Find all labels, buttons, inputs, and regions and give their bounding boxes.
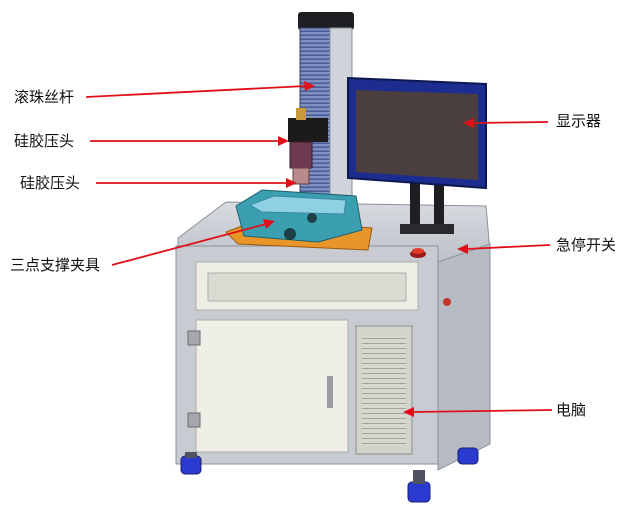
caster-front-left-stem [185,452,197,458]
label-silicone-head-2: 硅胶压头 [20,174,81,192]
arrow-computer [411,409,553,413]
arrows [85,81,553,417]
label-display: 显示器 [556,112,602,130]
fixture-plate [248,195,347,215]
arrow-fixture [111,223,267,266]
monitor [347,76,487,234]
arrowhead-silicone-head-1 [278,136,289,146]
fixture-knob [284,228,296,240]
label-silicone-head-1: 硅胶压头 [14,132,75,150]
arrow-ball-screw [85,85,307,98]
cabinet-door [195,319,349,453]
head-cylinder [289,141,313,169]
head-bracket [288,118,328,142]
cabinet-side [437,243,491,471]
door-hinge-bottom [187,412,201,428]
cabinet-vent-slot [207,272,407,302]
arrowhead-fixture [263,219,275,229]
cabinet [175,201,491,471]
label-ball-screw: 滚珠丝杆 [14,88,75,106]
column-cap [298,12,354,30]
door-hinge-top [187,330,201,346]
arrow-display [471,121,549,124]
arrowhead-ball-screw [304,81,315,91]
monitor-stand-right [434,180,444,228]
arrowhead-computer [403,407,414,417]
caster-back-right [457,447,479,465]
arrowhead-silicone-head-2 [286,178,297,188]
caster-front-left [180,455,202,475]
fixture-knob-2 [307,213,317,223]
estop-button [412,248,424,254]
monitor-screen [356,90,478,180]
arrowhead-display [463,118,474,128]
caster-front-right-stem [413,470,425,484]
monitor-stand-foot [400,224,454,234]
side-emblem [443,298,451,306]
head-silicone-tip [292,167,310,185]
label-fixture: 三点支撑夹具 [10,256,101,274]
casters [180,447,479,503]
press-head [288,108,328,185]
column [298,12,354,217]
pc-tower-vents [362,336,406,446]
label-computer: 电脑 [556,401,587,419]
head-top-nut [296,108,306,120]
estop-switch [410,248,426,258]
door-handle [327,376,333,408]
arrow-estop [465,244,551,250]
caster-front-right [407,481,431,503]
three-point-fixture [225,189,373,251]
arrowhead-estop [457,244,468,254]
monitor-stand-left [410,180,420,228]
label-estop: 急停开关 [556,236,617,254]
